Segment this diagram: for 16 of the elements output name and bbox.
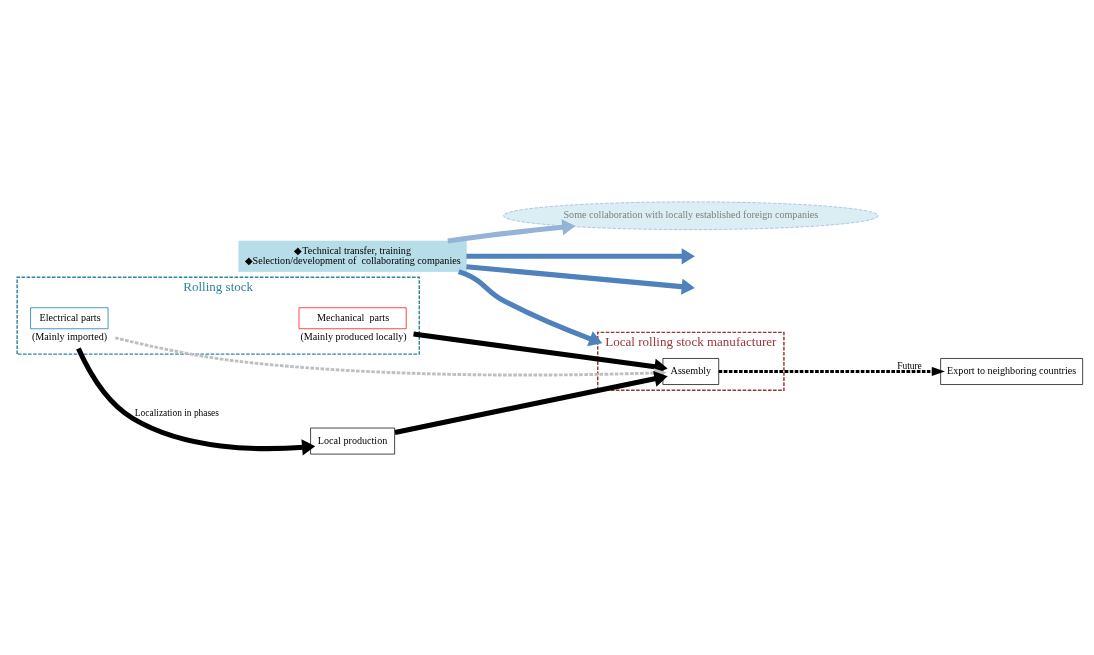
- arrow: [457, 268, 603, 346]
- edge-label: Localization in phases: [134, 407, 219, 418]
- node-ellipse: Some collaboration with locally established foreign companies: [503, 200, 879, 230]
- node-label: (Mainly imported): [32, 330, 108, 342]
- node-box: Local production: [310, 427, 395, 454]
- arrow: [466, 263, 695, 295]
- edge-label: Future: [897, 360, 922, 371]
- arrow: [447, 218, 576, 244]
- node-box: Export to neighboring countries: [940, 357, 1083, 385]
- node-label: (Mainly produced locally): [300, 330, 407, 342]
- arrow: [76, 346, 316, 455]
- node-box: ◆Technical transfer, training ◆Selection/development of collaborating companies: [238, 240, 467, 272]
- arrow: [394, 370, 668, 435]
- arrow: [718, 366, 945, 376]
- node-box: Assembly: [662, 357, 720, 385]
- arrow: [466, 247, 695, 264]
